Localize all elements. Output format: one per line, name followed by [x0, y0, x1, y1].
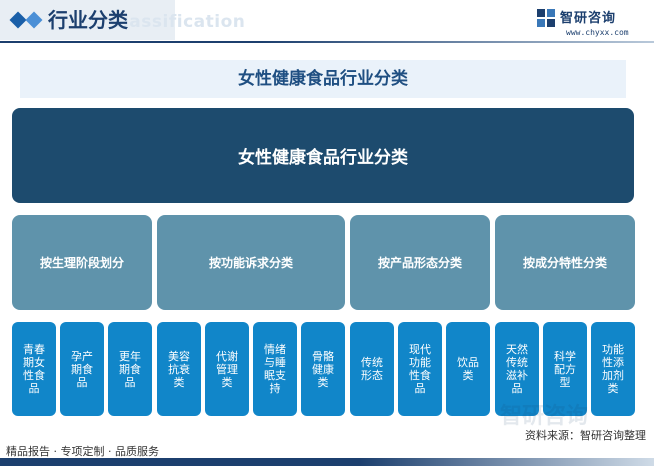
leaf-node: 现代功能性食品 [398, 322, 442, 416]
leaf-node: 天然传统滋补品 [495, 322, 539, 416]
footer-watermark: 智研咨询 [500, 404, 589, 429]
source-note: 资料来源：智研咨询整理 [525, 429, 646, 442]
leaf-node: 美容抗衰类 [157, 322, 201, 416]
footer-divider [0, 458, 654, 466]
category-node: 按功能诉求分类 [157, 215, 345, 310]
leaf-node: 情绪与睡眠支持 [253, 322, 297, 416]
logo-icon [537, 9, 555, 27]
leaf-label: 现代功能性食品 [409, 343, 431, 395]
leaf-node: 科学配方型 [543, 322, 587, 416]
leaf-node: 功能性添加剂类 [591, 322, 635, 416]
leaf-label: 美容抗衰类 [168, 349, 190, 389]
header-divider [0, 41, 654, 43]
leaf-node: 代谢管理类 [205, 322, 249, 416]
leaf-node: 孕产期食品 [60, 322, 104, 416]
leaf-node: 骨骼健康类 [301, 322, 345, 416]
leaf-label: 饮品类 [457, 356, 479, 382]
leaf-label: 传统形态 [361, 356, 383, 382]
category-node: 按成分特性分类 [495, 215, 635, 310]
footer-tagline: 精品报告 · 专项定制 · 品质服务 [6, 445, 159, 458]
leaf-node: 饮品类 [446, 322, 490, 416]
leaf-label: 科学配方型 [554, 349, 576, 389]
leaf-label: 孕产期食品 [71, 349, 93, 389]
diagram-title: 女性健康食品行业分类 [238, 69, 408, 89]
header: Classification 行业分类 智研咨询 www.chyxx.com [0, 0, 654, 44]
leaf-label: 功能性添加剂类 [602, 343, 624, 395]
leaf-label: 骨骼健康类 [312, 349, 334, 389]
category-node: 按产品形态分类 [350, 215, 490, 310]
leaf-label: 更年期食品 [119, 349, 141, 389]
leaf-label: 天然传统滋补品 [506, 343, 528, 395]
page-title: 行业分类 [48, 8, 128, 32]
leaf-node: 传统形态 [350, 322, 394, 416]
category-node: 按生理阶段划分 [12, 215, 152, 310]
leaf-label: 情绪与睡眠支持 [264, 343, 286, 395]
logo-name: 智研咨询 [560, 11, 617, 26]
leaf-label: 代谢管理类 [216, 349, 238, 389]
logo-url: www.chyxx.com [566, 28, 629, 37]
leaf-label: 青春期女性食品 [23, 343, 45, 395]
leaf-node: 青春期女性食品 [12, 322, 56, 416]
root-node: 女性健康食品行业分类 [12, 108, 634, 203]
leaf-node: 更年期食品 [108, 322, 152, 416]
diagram-title-band: 女性健康食品行业分类 [20, 60, 626, 98]
header-watermark: Classification [110, 12, 246, 32]
